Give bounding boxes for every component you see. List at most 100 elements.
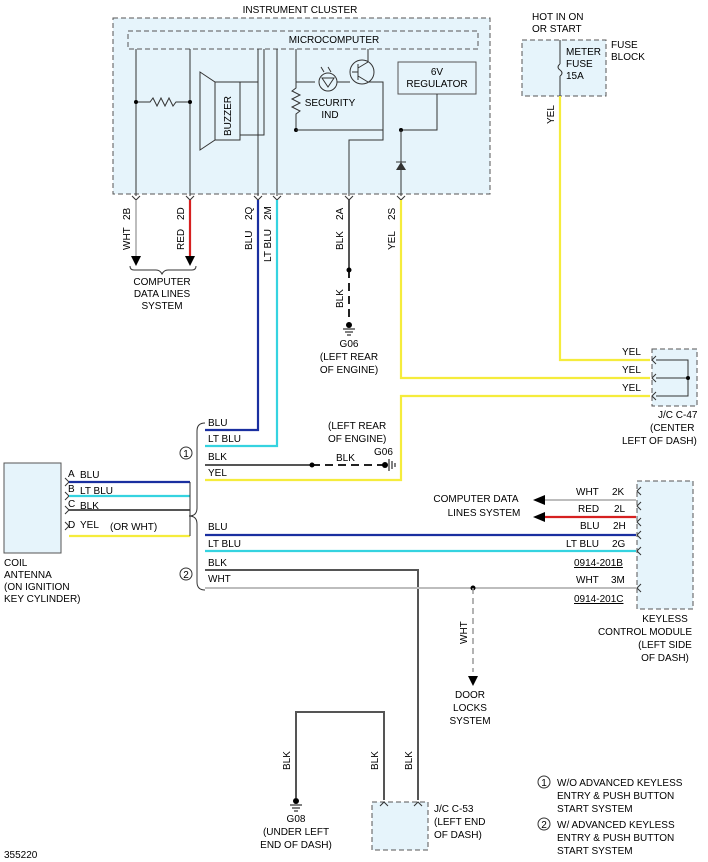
arrow-left-icon [533, 512, 545, 522]
coil-antenna-box [3, 462, 62, 554]
door-locks-label-3: SYSTEM [449, 716, 490, 727]
wire-color-wht: WHT [122, 227, 133, 250]
pin-2a: 2A [335, 207, 346, 220]
security-ind-line2: IND [321, 110, 338, 121]
ground-g08-icon [290, 798, 302, 812]
g08-location-1: (UNDER LEFT [263, 827, 329, 838]
wire-color-blk-2: BLK [335, 289, 346, 308]
keyless-label-3: (LEFT SIDE [638, 640, 692, 651]
fuse-name-3: 15A [566, 71, 584, 82]
regulator-line1: 6V [431, 67, 444, 78]
coil-label-1: COIL [4, 558, 28, 569]
coil-pin-b: B [68, 484, 75, 495]
legend-marker-2 [537, 817, 551, 831]
variant-brace [188, 422, 206, 591]
buzzer-label: BUZZER [223, 96, 234, 136]
v1-wire-yel: YEL [208, 468, 227, 479]
cluster-title: INSTRUMENT CLUSTER [243, 5, 358, 16]
c47-wire-1: YEL [622, 347, 641, 358]
wire-color-yel: YEL [387, 231, 398, 250]
keyless-label-2: CONTROL MODULE [598, 627, 692, 638]
g08-wire: BLK [282, 751, 293, 770]
keyless-label-1: KEYLESS [642, 614, 688, 625]
legend-marker-1 [537, 775, 551, 789]
c47-label-2: (CENTER [650, 423, 694, 434]
coil-label-4: KEY CYLINDER) [4, 594, 81, 605]
c53-wire-1: BLK [370, 751, 381, 770]
c53-label-2: (LEFT END [434, 817, 486, 828]
variant2-marker [179, 567, 193, 581]
variant1-marker-text: 1 [183, 449, 189, 460]
computer-data-lines-label-3: SYSTEM [141, 301, 182, 312]
ground-g06-top-icon [343, 322, 355, 336]
coil-pin-c: C [68, 499, 75, 510]
wire-blk-g08 [295, 711, 385, 800]
keyless-module-box [636, 480, 694, 610]
pin-2b: 2B [122, 207, 133, 220]
keyless-pin-2k-color: WHT [576, 487, 599, 498]
diode-icon [396, 162, 406, 170]
fuse-wire-color: YEL [546, 105, 557, 124]
security-ind-line1: SECURITY [305, 98, 356, 109]
door-locks-wire: WHT [459, 621, 470, 644]
wire-color-red: RED [176, 229, 187, 250]
v2-wire-ltblu: LT BLU [208, 539, 241, 550]
keyless-label-4: OF DASH) [641, 653, 689, 664]
c47-wire-2: YEL [622, 365, 641, 376]
pin-2d: 2D [176, 207, 187, 220]
keyless-pin-3m-color: WHT [576, 575, 599, 586]
keyless-pin-2g: 2G [612, 539, 626, 550]
keyless-cdl-label-1: COMPUTER DATA [433, 494, 519, 505]
c53-label-1: J/C C-53 [434, 804, 474, 815]
legend-2-line-1: W/ ADVANCED KEYLESS [557, 820, 675, 831]
coil-pin-d-note: (OR WHT) [110, 522, 157, 533]
fuse-block-box [521, 39, 607, 97]
connector-201b: 0914-201B [574, 558, 623, 569]
legend-2-line-3: START SYSTEM [557, 846, 633, 857]
v1-ground-loc-2: OF ENGINE) [328, 434, 386, 445]
fuse-block-label-2: BLOCK [611, 52, 645, 63]
c47-label-3: LEFT OF DASH) [622, 436, 697, 447]
v1-ground-wire: BLK [336, 453, 355, 464]
keyless-pin-2h-color: BLU [580, 521, 599, 532]
wire-yel-c47-out [205, 394, 650, 482]
c53-label-3: OF DASH) [434, 830, 482, 841]
v1-wire-blu: BLU [208, 418, 227, 429]
coil-label-3: (ON IGNITION [4, 582, 70, 593]
microcomputer-box [127, 30, 479, 50]
wire-color-blk: BLK [335, 231, 346, 250]
legend-marker-1-text: 1 [541, 778, 547, 789]
v1-wire-blk: BLK [208, 452, 227, 463]
fuse-name-2: FUSE [566, 59, 593, 70]
ground-g06-icon [382, 459, 396, 471]
regulator-line2: REGULATOR [406, 79, 467, 90]
variant2-marker-text: 2 [183, 570, 189, 581]
computer-data-lines-label: COMPUTER [133, 277, 190, 288]
v1-ground-name: G06 [374, 447, 393, 458]
pin-2m: 2M [263, 206, 274, 220]
connector-201c: 0914-201C [574, 594, 623, 605]
ground-g06-label: G06 [340, 339, 359, 350]
hot-label-1: HOT IN ON [532, 12, 583, 23]
legend-marker-2-text: 2 [541, 820, 547, 831]
variant1-marker [179, 446, 193, 460]
c47-wire-3: YEL [622, 383, 641, 394]
arrow-down-icon [131, 256, 141, 266]
transistor-icon [349, 59, 375, 85]
c47-label-1: J/C C-47 [658, 410, 698, 421]
coil-pin-d: D [68, 520, 75, 531]
g08-label: G08 [287, 814, 306, 825]
v2-wire-blk: BLK [208, 558, 227, 569]
figure-number: 355220 [4, 850, 38, 861]
fuse-icon [557, 63, 563, 77]
legend-1-line-1: W/O ADVANCED KEYLESS [557, 778, 683, 789]
c53-wire-2: BLK [404, 751, 415, 770]
buzzer-icon [199, 71, 241, 151]
wire-yel-fuse [558, 96, 650, 362]
keyless-pin-3m: 3M [611, 575, 625, 586]
pin-2q: 2Q [244, 206, 255, 220]
arrow-left-icon [533, 495, 545, 505]
ground-g06-location-1: (LEFT REAR [320, 352, 378, 363]
legend-2-line-2: ENTRY & PUSH BUTTON [557, 833, 674, 844]
v2-wire-wht: WHT [208, 574, 231, 585]
